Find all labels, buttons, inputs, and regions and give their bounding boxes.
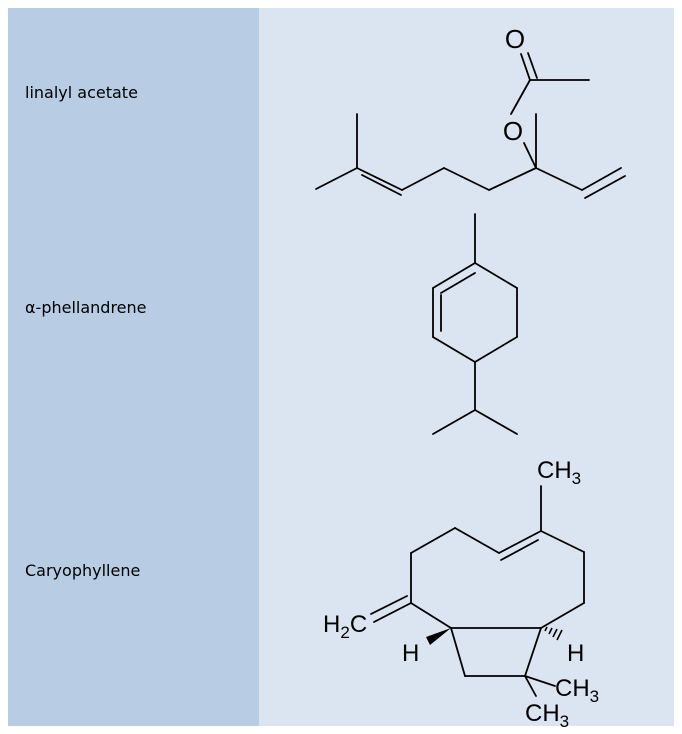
compound-name-caryophyllene: Caryophyllene — [25, 561, 141, 580]
alpha-phellandrene-structure — [432, 213, 518, 435]
linalyl-acetate-atoms: O O — [503, 24, 525, 146]
compound-name-column: linalyl acetate α-phellandrene Caryophyl… — [8, 8, 259, 726]
compound-table: linalyl acetate α-phellandrene Caryophyl… — [8, 8, 674, 731]
atom-label: H — [402, 640, 419, 667]
caryophyllene-structure — [370, 485, 585, 697]
atom-label: O — [503, 116, 523, 146]
stereo-wedge — [426, 628, 451, 645]
stereo-hash — [544, 626, 563, 641]
atom-label: CH3 — [537, 457, 581, 488]
atom-label: H2C — [323, 611, 367, 642]
atom-label: O — [505, 24, 525, 54]
compound-name-alpha-phellandrene: α-phellandrene — [25, 298, 147, 317]
structure-drawings: O O — [315, 24, 626, 731]
atom-label: CH3 — [525, 700, 569, 731]
compound-name-linalyl-acetate: linalyl acetate — [25, 83, 138, 102]
atom-label: H — [567, 640, 584, 667]
caryophyllene-atoms: CH3 H2C H H CH3 CH3 — [323, 457, 599, 731]
atom-label: CH3 — [555, 675, 599, 706]
linalyl-acetate-structure — [315, 52, 626, 199]
structure-column: O O — [259, 8, 674, 731]
